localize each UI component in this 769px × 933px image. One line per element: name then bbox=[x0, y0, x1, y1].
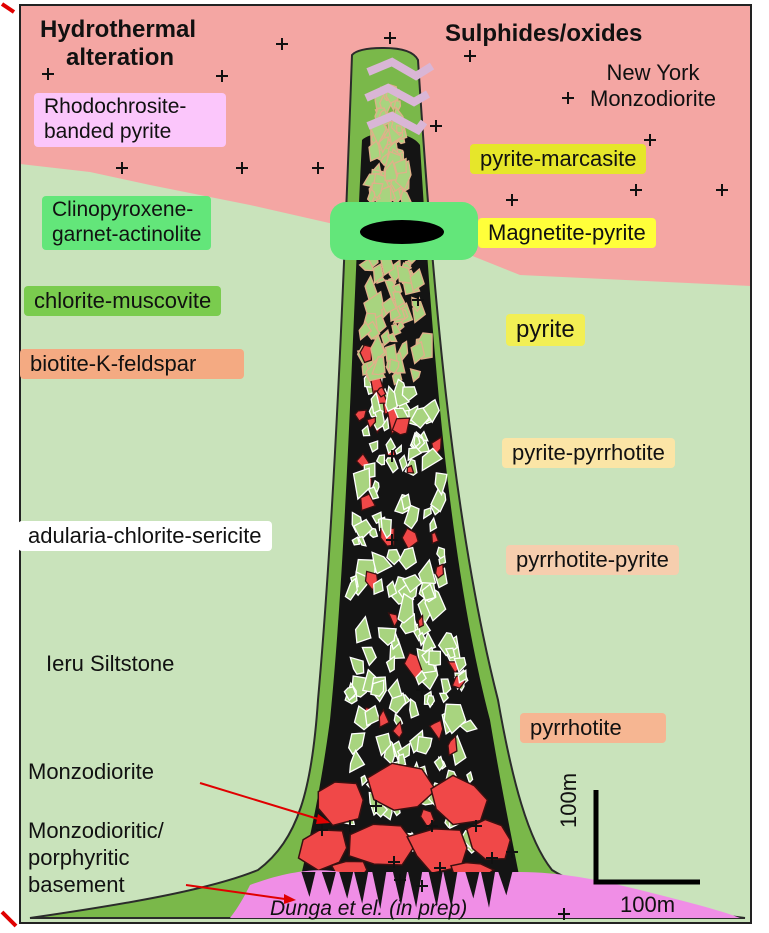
pyrrhotite-label: pyrrhotite bbox=[520, 713, 666, 743]
sulphides-heading: Sulphides/oxides bbox=[445, 20, 642, 48]
breccia-clast bbox=[429, 651, 441, 666]
basement-line2: porphyritic bbox=[28, 845, 164, 872]
hydrothermal-heading: Hydrothermal alteration bbox=[40, 16, 196, 73]
basement-line3: basement bbox=[28, 872, 164, 899]
monzodiorite-label: Monzodiorite bbox=[28, 759, 154, 785]
magnetite-lens bbox=[360, 220, 444, 244]
new-york-line2: Monzodiorite bbox=[590, 86, 716, 112]
corner-mark-top-left bbox=[2, 4, 14, 12]
pyrite-label: pyrite bbox=[506, 314, 585, 346]
breccia-clast bbox=[386, 345, 397, 362]
hydrothermal-heading-line2: alteration bbox=[40, 44, 196, 72]
biotite-kfeldspar-label: biotite-K-feldspar bbox=[20, 349, 244, 379]
hydrothermal-heading-line1: Hydrothermal bbox=[40, 16, 196, 44]
adularia-label: adularia-chlorite-sericite bbox=[18, 521, 272, 551]
pyrite-marcasite-label: pyrite-marcasite bbox=[470, 144, 646, 174]
clinopyroxene-line2: garnet-actinolite bbox=[52, 223, 201, 248]
corner-mark-bottom-left bbox=[2, 912, 16, 926]
clinopyroxene-line1: Clinopyroxene- bbox=[52, 198, 201, 223]
basement-line1: Monzodioritic/ bbox=[28, 818, 164, 845]
scale-vertical-label: 100m bbox=[556, 773, 582, 828]
rhodochrosite-line2: banded pyrite bbox=[44, 120, 186, 145]
pyrrhotite-pyrite-label: pyrrhotite-pyrite bbox=[506, 545, 679, 575]
basement-label: Monzodioritic/ porphyritic basement bbox=[28, 818, 164, 898]
chlorite-muscovite-label: chlorite-muscovite bbox=[24, 286, 221, 316]
new-york-monzodiorite-label: New York Monzodiorite bbox=[590, 60, 716, 112]
credit-label: Dunga et el. (in prep) bbox=[270, 897, 467, 922]
new-york-line1: New York bbox=[590, 60, 716, 86]
scale-horizontal-label: 100m bbox=[620, 892, 675, 918]
breccia-clast bbox=[397, 126, 403, 133]
rhodochrosite-line1: Rhodochrosite- bbox=[44, 95, 186, 120]
ieru-siltstone-label: Ieru Siltstone bbox=[46, 651, 174, 677]
pyrite-pyrrhotite-label: pyrite-pyrrhotite bbox=[502, 438, 675, 468]
clinopyroxene-label: Clinopyroxene- garnet-actinolite bbox=[42, 196, 211, 250]
magnetite-pyrite-label: Magnetite-pyrite bbox=[478, 218, 656, 248]
rhodochrosite-label: Rhodochrosite- banded pyrite bbox=[34, 93, 226, 147]
